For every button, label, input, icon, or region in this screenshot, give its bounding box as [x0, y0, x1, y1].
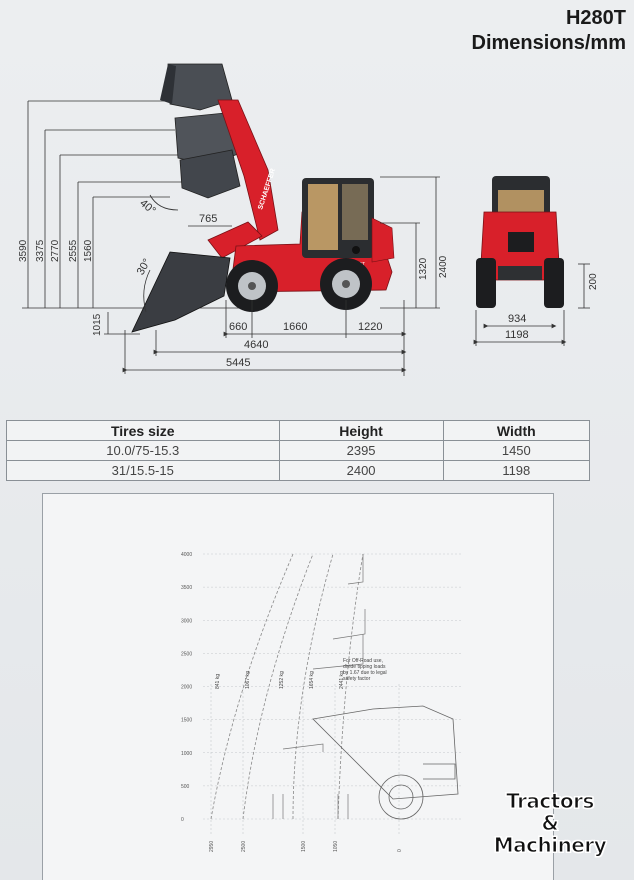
header-width: Width — [442, 420, 591, 441]
height-1560: 1560 — [83, 239, 94, 262]
watermark-logo: Tractors & Machinery — [470, 789, 630, 857]
page-title: H280T Dimensions/mm — [472, 6, 626, 56]
dim-660: 660 — [229, 321, 247, 333]
dim-1198: 1198 — [505, 329, 529, 341]
header-height: Height — [278, 420, 444, 441]
chart-x-tick: 2500 — [241, 841, 247, 852]
dimensions-subtitle: Dimensions/mm — [471, 32, 626, 54]
height-cell: 2395 — [278, 440, 444, 461]
rear-wheel — [320, 258, 372, 310]
header-tires-size: Tires size — [6, 420, 280, 441]
chart-y-tick: 1500 — [181, 718, 192, 724]
model-name: H280T — [565, 7, 626, 29]
angle-30: 30° — [135, 257, 154, 277]
front-wheel — [226, 260, 278, 312]
front-view-machine — [476, 176, 564, 308]
dimension-drawing: 3590 3375 2770 2555 1560 1015 SCHAEFFER … — [18, 63, 599, 376]
height-2555: 2555 — [68, 239, 79, 262]
chart-load-label: 1252 kg — [279, 671, 285, 689]
chart-y-tick: 0 — [181, 817, 184, 823]
length-dimension-lines — [122, 300, 407, 376]
chart-y-tick: 2000 — [181, 685, 192, 691]
angle-40: 40° — [137, 197, 157, 217]
chart-x-tick: 1050 — [333, 841, 339, 852]
load-chart: 4000 3500 3000 2500 2000 1500 1000 500 0 2950 250… — [181, 552, 463, 852]
chart-y-tick: 2500 — [181, 651, 192, 657]
height-1320: 1320 — [418, 257, 429, 280]
chart-y-tick: 1000 — [181, 751, 192, 757]
reach-765: 765 — [199, 213, 217, 225]
chart-y-tick: 3500 — [181, 585, 192, 591]
height-3375: 3375 — [35, 239, 46, 262]
chart-x-tick: 2950 — [209, 841, 215, 852]
raised-bucket-lower — [179, 149, 241, 199]
chart-y-tick: 500 — [181, 784, 190, 790]
width-cell: 1198 — [442, 460, 591, 481]
tire-size-cell: 10.0/75-15.3 — [6, 440, 280, 461]
tires-table: Tires size Height Width 10.0/75-15.3 239… — [6, 420, 591, 481]
chart-load-label: 1067 kg — [245, 671, 251, 689]
watermark-line3: Machinery — [493, 833, 607, 857]
dim-4640: 4640 — [244, 339, 268, 351]
watermark-line2: & — [541, 811, 559, 835]
watermark-line1: Tractors — [506, 789, 595, 813]
chart-x-tick: 0 — [397, 849, 403, 852]
height-2400: 2400 — [438, 255, 449, 278]
loader-boom — [217, 99, 279, 241]
machine-outline-drawing — [312, 705, 459, 820]
load-chart-panel: 4000 3500 3000 2500 2000 1500 1000 500 0 2950 250… — [42, 493, 554, 880]
chart-x-tick: 1500 — [301, 841, 307, 852]
width-cell: 1450 — [442, 440, 591, 461]
chart-load-label: 1654 kg — [309, 671, 315, 689]
dim-200: 200 — [588, 273, 599, 290]
chart-y-tick: 4000 — [181, 552, 192, 558]
dump-depth-1015: 1015 — [92, 313, 103, 336]
dim-1660: 1660 — [283, 321, 307, 333]
dim-5445: 5445 — [226, 357, 250, 369]
height-2770: 2770 — [50, 239, 61, 262]
table-header-row: Tires size Height Width — [6, 420, 591, 441]
chart-load-label: 2441 kg — [339, 671, 345, 689]
height-3590: 3590 — [18, 239, 29, 262]
height-cell: 2400 — [278, 460, 444, 481]
dim-934: 934 — [508, 313, 526, 325]
table-row: 31/15.5-15 2400 1198 — [6, 460, 591, 481]
tire-size-cell: 31/15.5-15 — [6, 460, 280, 481]
raised-bucket-top — [160, 63, 233, 111]
height-dimension-lines — [22, 100, 240, 335]
lowered-bucket — [131, 251, 231, 333]
chart-load-label: 841 kg — [215, 674, 221, 689]
table-row: 10.0/75-15.3 2395 1450 — [6, 440, 591, 461]
dim-1220: 1220 — [358, 321, 382, 333]
chart-y-tick: 3000 — [181, 618, 192, 624]
